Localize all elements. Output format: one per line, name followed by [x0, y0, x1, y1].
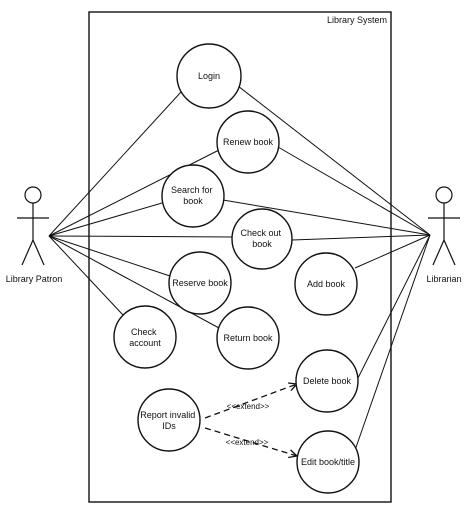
- actor-patron-head: [24, 186, 42, 204]
- system-boundary: [88, 11, 392, 503]
- usecase-check-account-line-2: account: [129, 338, 161, 348]
- association-librarian-login: [237, 85, 431, 236]
- actor-librarian-label: Librarian: [426, 274, 461, 284]
- actor-librarian-leg-right: [443, 239, 456, 266]
- usecase-delete-book-line-1: Delete book: [303, 376, 352, 386]
- extend-label-edit: <<extend>>: [226, 438, 269, 447]
- usecase-login-label: Login: [198, 71, 220, 81]
- actor-librarian: [428, 186, 460, 266]
- usecase-report-invalid-ids-line-2: IDs: [162, 421, 176, 431]
- usecase-reserve-book: Reserve book: [168, 251, 232, 315]
- association-librarian-search-for-book: [222, 199, 431, 236]
- usecase-report-invalid-ids-line-1: Report invalid: [140, 410, 195, 420]
- usecase-check-out-book-line-2: book: [252, 239, 272, 249]
- usecase-report-invalid-ids-label: Report invalid IDs: [140, 410, 198, 431]
- usecase-reserve-book-line-1: Reserve book: [172, 278, 228, 288]
- usecase-login: Login: [176, 43, 242, 109]
- association-patron-check-out-book: [48, 235, 234, 238]
- extend-label-delete: <<extend>>: [227, 402, 270, 411]
- usecase-return-book-label: Return book: [223, 333, 273, 343]
- association-librarian-delete-book: [355, 234, 431, 383]
- usecase-edit-book-title: Edit book/title: [296, 430, 360, 494]
- actor-patron-leg-left: [21, 239, 34, 266]
- usecase-add-book-line-1: Add book: [307, 279, 346, 289]
- actor-librarian-head: [435, 186, 453, 204]
- usecase-renew-book: Renew book: [216, 110, 280, 174]
- actor-librarian-leg-left: [432, 239, 445, 266]
- usecase-return-book-line-1: Return book: [223, 333, 273, 343]
- association-librarian-edit-book-title: [352, 234, 431, 457]
- patron-associations: [48, 91, 234, 329]
- usecase-search-for-book: Search for book: [161, 164, 225, 228]
- association-patron-renew-book: [48, 149, 220, 237]
- association-patron-search-for-book: [48, 202, 163, 237]
- extend-relations: [204, 384, 297, 456]
- usecase-login-line-1: Login: [198, 71, 220, 81]
- usecase-edit-book-title-line-1: Edit book/title: [301, 457, 355, 467]
- usecase-renew-book-label: Renew book: [223, 137, 274, 147]
- system-title: Library System: [327, 15, 387, 25]
- usecase-search-for-book-label: Search for book: [171, 185, 215, 206]
- usecase-add-book: Add book: [294, 252, 358, 316]
- association-patron-check-account: [48, 235, 124, 316]
- association-librarian-add-book: [354, 234, 431, 269]
- extend-arrow-edit-book-title: [204, 427, 297, 456]
- association-patron-reserve-book: [48, 235, 171, 277]
- extend-arrow-delete-book: [204, 384, 297, 419]
- librarian-associations: [222, 85, 431, 457]
- usecase-check-account: Check account: [113, 305, 177, 369]
- usecase-check-out-book: Check out book: [231, 208, 293, 270]
- actor-patron-leg-right: [32, 239, 45, 266]
- usecase-check-account-line-1: Check: [131, 327, 157, 337]
- usecase-check-account-label: Check account: [129, 327, 161, 348]
- association-librarian-check-out-book: [291, 234, 431, 241]
- usecase-reserve-book-label: Reserve book: [172, 278, 228, 288]
- actor-library-patron-label: Library Patron: [6, 274, 63, 284]
- usecase-check-out-book-label: Check out book: [240, 228, 283, 249]
- usecase-check-out-book-line-1: Check out: [240, 228, 281, 238]
- usecase-delete-book-label: Delete book: [303, 376, 352, 386]
- usecase-report-invalid-ids: Report invalid IDs: [137, 388, 201, 452]
- usecase-search-for-book-line-1: Search for: [171, 185, 213, 195]
- association-patron-login: [48, 91, 182, 237]
- usecase-renew-book-line-1: Renew book: [223, 137, 274, 147]
- usecase-search-for-book-line-2: book: [183, 196, 203, 206]
- usecase-add-book-label: Add book: [307, 279, 346, 289]
- usecase-edit-book-title-label: Edit book/title: [301, 457, 355, 467]
- association-librarian-renew-book: [277, 146, 431, 236]
- usecase-delete-book: Delete book: [295, 349, 359, 413]
- actor-library-patron: [17, 186, 49, 266]
- usecase-return-book: Return book: [216, 306, 280, 370]
